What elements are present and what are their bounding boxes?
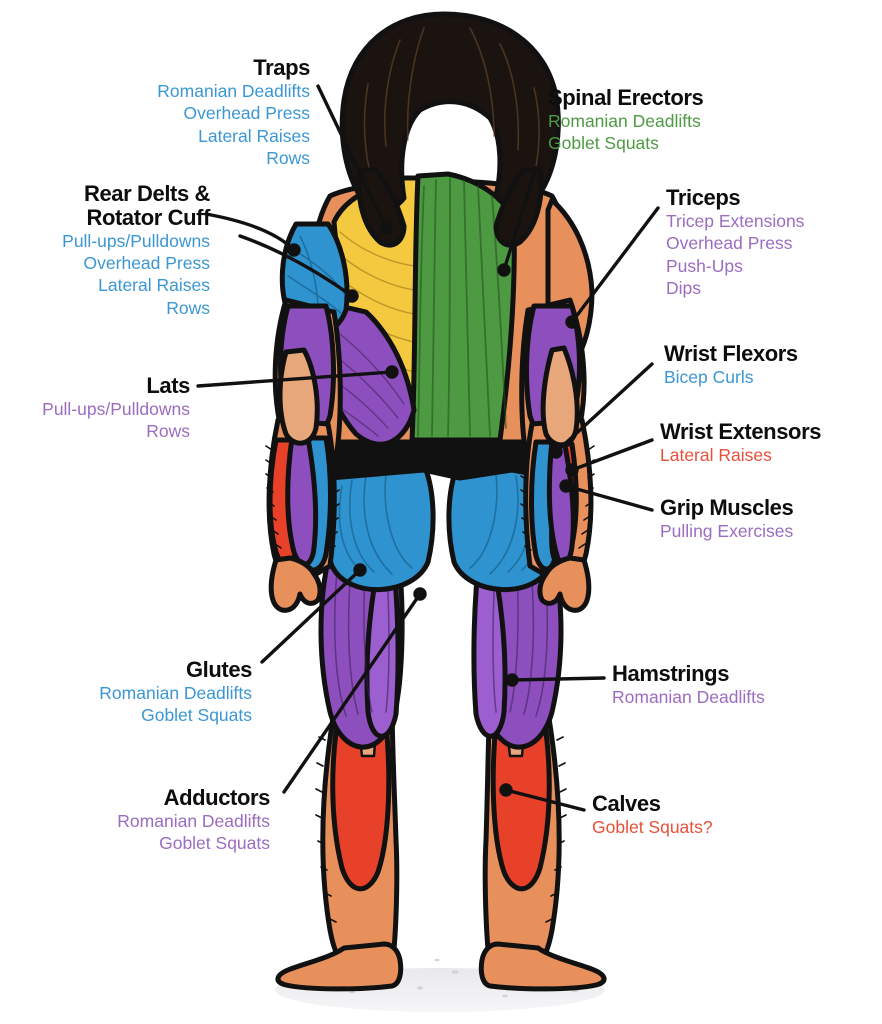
- label-rear-delts-item-3: Rows: [166, 297, 210, 318]
- label-wrist-extensors: Wrist Extensors Lateral Raises: [660, 420, 882, 466]
- right-forearm-skin-patch: [540, 345, 580, 448]
- label-traps-title: Traps: [253, 55, 310, 80]
- label-triceps-item-3: Dips: [666, 277, 702, 298]
- label-adductors-item-1: Goblet Squats: [159, 833, 270, 854]
- label-rear-delts-item-2: Lateral Raises: [98, 275, 210, 296]
- leader-adductors: [282, 587, 427, 794]
- label-wrist-extensors-title: Wrist Extensors: [660, 419, 822, 444]
- label-calves-item-0: Goblet Squats?: [592, 816, 713, 837]
- leader-traps: [316, 84, 393, 235]
- right-calf-muscle: [490, 703, 552, 892]
- label-wrist-flexors-title: Wrist Flexors: [664, 341, 798, 366]
- label-spinal-erectors-item-1: Goblet Squats: [548, 133, 659, 154]
- label-glutes-item-0: Romanian Deadlifts: [99, 682, 252, 703]
- left-adductor: [364, 543, 401, 739]
- label-grip-muscles: Grip Muscles Pulling Exercises: [660, 496, 882, 542]
- label-spinal-erectors-title: Spinal Erectors: [548, 85, 704, 110]
- arm-hair: [265, 445, 595, 551]
- label-rear-delts-item-0: Pull-ups/Pulldowns: [62, 230, 210, 251]
- label-lats-item-0: Pull-ups/Pulldowns: [42, 398, 190, 419]
- label-triceps: Triceps Tricep Extensions Overhead Press…: [666, 186, 882, 299]
- label-rear-delts-title-line1: Rear Delts &: [83, 181, 210, 206]
- leader-calves: [499, 783, 586, 812]
- label-rear-delts-title-line2: Rotator Cuff: [86, 204, 210, 230]
- leader-triceps: [565, 206, 660, 329]
- label-traps: Traps Romanian Deadlifts Overhead Press …: [20, 56, 310, 169]
- label-hamstrings: Hamstrings Romanian Deadlifts: [612, 662, 872, 708]
- left-hand: [268, 555, 323, 613]
- label-adductors-item-0: Romanian Deadlifts: [117, 810, 270, 831]
- label-spinal-erectors-item-0: Romanian Deadlifts: [548, 110, 701, 131]
- leader-rear-delts: [204, 212, 359, 303]
- hair-highlights: [363, 27, 540, 185]
- label-grip-muscles-item-0: Pulling Exercises: [660, 520, 794, 541]
- leader-wrist-flexors: [549, 362, 654, 459]
- label-traps-item-3: Rows: [266, 147, 310, 168]
- label-traps-item-2: Lateral Raises: [198, 125, 310, 146]
- label-adductors: Adductors Romanian Deadlifts Goblet Squa…: [0, 786, 270, 855]
- label-glutes-title: Glutes: [185, 657, 252, 682]
- label-spinal-erectors: Spinal Erectors Romanian Deadlifts Goble…: [548, 86, 848, 155]
- label-lats-title: Lats: [146, 373, 190, 398]
- leader-glutes: [260, 563, 367, 664]
- left-forearm-skin-patch: [277, 347, 320, 446]
- label-wrist-flexors-item-0: Bicep Curls: [664, 366, 754, 387]
- leader-wrist-extensors: [565, 438, 654, 477]
- label-calves-title: Calves: [592, 791, 661, 816]
- label-traps-item-1: Overhead Press: [183, 103, 310, 124]
- label-grip-muscles-title: Grip Muscles: [660, 495, 794, 520]
- right-adductor: [471, 543, 508, 739]
- label-calves: Calves Goblet Squats?: [592, 792, 842, 838]
- right-grip-muscles: [546, 437, 576, 566]
- label-triceps-title: Triceps: [666, 185, 741, 210]
- erector-striations: [417, 177, 507, 437]
- label-hamstrings-item-0: Romanian Deadlifts: [612, 686, 765, 707]
- right-hand: [537, 555, 592, 613]
- label-glutes: Glutes Romanian Deadlifts Goblet Squats: [0, 658, 252, 727]
- neck-hair-left: [356, 167, 407, 248]
- left-foot: [275, 941, 404, 992]
- label-wrist-flexors: Wrist Flexors Bicep Curls: [664, 342, 882, 388]
- label-traps-item-0: Romanian Deadlifts: [157, 80, 310, 101]
- label-rear-delts-item-1: Overhead Press: [83, 252, 210, 273]
- label-triceps-item-1: Overhead Press: [666, 233, 793, 254]
- right-foot: [478, 941, 607, 992]
- label-wrist-extensors-item-0: Lateral Raises: [660, 444, 772, 465]
- leader-lines: [196, 84, 660, 812]
- label-lats-item-1: Rows: [146, 421, 190, 442]
- hair: [339, 11, 561, 213]
- label-triceps-item-2: Push-Ups: [666, 255, 743, 276]
- label-glutes-item-1: Goblet Squats: [141, 705, 252, 726]
- label-adductors-title: Adductors: [163, 785, 271, 810]
- label-triceps-item-0: Tricep Extensions: [666, 210, 805, 231]
- label-hamstrings-title: Hamstrings: [612, 661, 730, 686]
- left-grip-muscles: [285, 435, 319, 567]
- leader-grip-muscles: [559, 479, 654, 512]
- leader-spinal-erectors: [497, 166, 538, 277]
- leader-hamstrings: [505, 673, 606, 687]
- label-rear-delts-rotator-cuff: Rear Delts & Rotator Cuff Pull-ups/Pulld…: [0, 182, 210, 319]
- leader-lats: [196, 365, 399, 388]
- label-lats: Lats Pull-ups/Pulldowns Rows: [0, 374, 190, 443]
